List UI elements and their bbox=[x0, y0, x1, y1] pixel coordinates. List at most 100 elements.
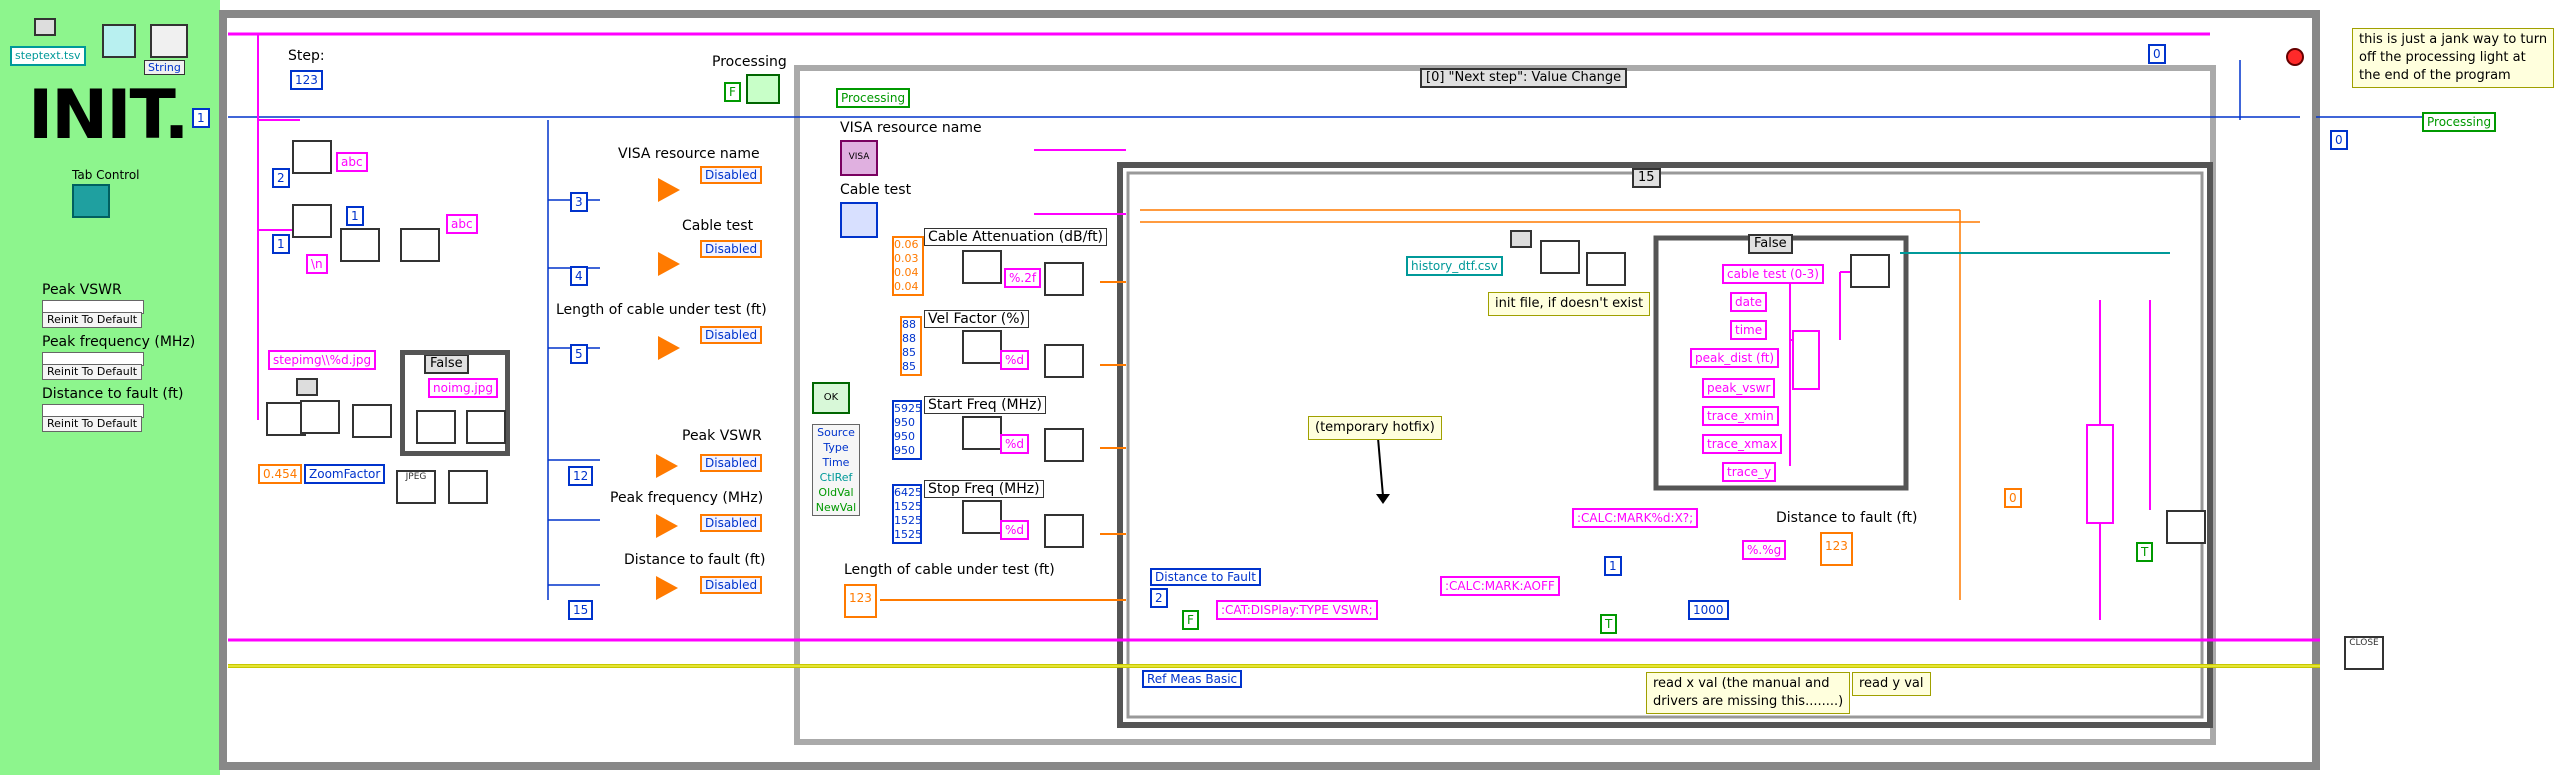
visa-terminal[interactable]: VISA bbox=[840, 140, 878, 176]
dtf-tf-constant[interactable]: F bbox=[1182, 610, 1199, 630]
vel-format-vi[interactable] bbox=[1044, 344, 1084, 378]
vel-format[interactable]: %d bbox=[1000, 350, 1029, 370]
column-date[interactable]: date bbox=[1730, 292, 1767, 312]
start-format-vi[interactable] bbox=[1044, 428, 1084, 462]
cable-atten-array[interactable]: 0.06 0.03 0.04 0.04 bbox=[892, 236, 924, 296]
ok-button-terminal[interactable]: OK bbox=[812, 382, 850, 414]
start-v1: 950 bbox=[894, 416, 920, 430]
mid-length-disabled: Disabled bbox=[700, 326, 762, 344]
start-freq-array[interactable]: 5925 950 950 950 bbox=[892, 400, 922, 460]
newline-constant[interactable]: \n bbox=[306, 254, 328, 274]
stop-v2: 1525 bbox=[894, 514, 920, 528]
history-file-constant[interactable]: history_dtf.csv bbox=[1406, 256, 1503, 276]
stop-v1: 1525 bbox=[894, 500, 920, 514]
tf-t2-constant[interactable]: T bbox=[2136, 542, 2153, 562]
atten-format-vi[interactable] bbox=[1044, 262, 1084, 296]
mid-visa-disabled: Disabled bbox=[700, 166, 762, 184]
visa-label: VISA resource name bbox=[840, 120, 982, 136]
folder-icon bbox=[296, 378, 318, 396]
calc-mark-aoff-constant[interactable]: :CALC:MARK:AOFF bbox=[1440, 576, 1560, 596]
column-trace-y[interactable]: trace_y bbox=[1722, 462, 1776, 482]
img-format-constant[interactable]: stepimg\\%d.jpg bbox=[268, 350, 376, 370]
processing-led-terminal bbox=[746, 74, 780, 104]
dtf-mode-selector[interactable]: Distance to Fault bbox=[1150, 568, 1261, 586]
mid-visa-num[interactable]: 3 bbox=[570, 192, 588, 212]
mid-length-num[interactable]: 5 bbox=[570, 344, 588, 364]
column-trace-xmin[interactable]: trace_xmin bbox=[1702, 406, 1779, 426]
step-const-2[interactable]: 2 bbox=[272, 168, 290, 188]
atten-v1: 0.03 bbox=[894, 252, 922, 266]
tf-t-constant[interactable]: T bbox=[1600, 614, 1617, 634]
cable-test-terminal[interactable] bbox=[840, 202, 878, 238]
vel-index-vi[interactable] bbox=[962, 330, 1002, 364]
stop-button-icon[interactable] bbox=[2286, 48, 2304, 66]
string-subset-vi[interactable] bbox=[400, 228, 440, 262]
processing-off-note-line3: the end of the program bbox=[2359, 67, 2547, 85]
select-vi-b[interactable] bbox=[466, 410, 506, 444]
vel-v2: 85 bbox=[902, 346, 920, 360]
atten-index-vi[interactable] bbox=[962, 250, 1002, 284]
zero-constant-orange[interactable]: 0 bbox=[2004, 488, 2022, 508]
column-cable-test[interactable]: cable test (0-3) bbox=[1722, 264, 1824, 284]
event-case-selector[interactable]: [0] "Next step": Value Change bbox=[1420, 68, 1627, 88]
column-peak-dist[interactable]: peak_dist (ft) bbox=[1690, 348, 1779, 368]
mark-num-constant[interactable]: 1 bbox=[1604, 556, 1622, 576]
mid-vswr-gate bbox=[656, 454, 678, 478]
dtf-ind-label: Distance to fault (ft) bbox=[1776, 510, 1917, 526]
zoom-value-constant[interactable]: 0.454 bbox=[258, 464, 302, 484]
read-y-note: read y val bbox=[1852, 672, 1931, 696]
index-array-vi[interactable] bbox=[292, 140, 332, 174]
calc-mark-x-constant[interactable]: :CALC:MARK%d:X?; bbox=[1572, 508, 1698, 528]
step-const-1[interactable]: 1 bbox=[272, 234, 290, 254]
stop-freq-array[interactable]: 6425 1525 1525 1525 bbox=[892, 484, 922, 544]
ref-meas-selector[interactable]: Ref Meas Basic bbox=[1142, 670, 1242, 688]
column-time[interactable]: time bbox=[1730, 320, 1767, 340]
history-exists-vi[interactable] bbox=[1586, 252, 1626, 286]
mid-cable-num[interactable]: 4 bbox=[570, 266, 588, 286]
event-newval: NewVal bbox=[813, 500, 859, 515]
build-path-vi[interactable] bbox=[300, 400, 340, 434]
mid-dtf-num[interactable]: 15 bbox=[568, 600, 593, 620]
length-under-test-terminal[interactable]: 123 bbox=[844, 584, 877, 618]
mid-vswr-disabled: Disabled bbox=[700, 454, 762, 472]
stop-format[interactable]: %d bbox=[1000, 520, 1029, 540]
mid-vswr-num[interactable]: 12 bbox=[568, 466, 593, 486]
dtf-num-constant[interactable]: 2 bbox=[1150, 588, 1168, 608]
column-peak-vswr[interactable]: peak_vswr bbox=[1702, 378, 1775, 398]
loop-count-constant[interactable]: 1 bbox=[192, 108, 210, 128]
write-spreadsheet-vi[interactable] bbox=[1850, 254, 1890, 288]
index-array-vi-2[interactable] bbox=[292, 204, 332, 238]
calc-display-constant[interactable]: :CAT:DISPlay:TYPE VSWR; bbox=[1216, 600, 1378, 620]
search-split-vi[interactable] bbox=[340, 228, 380, 262]
history-build-path-vi[interactable] bbox=[1540, 240, 1580, 274]
inner-case-selector[interactable]: 15 bbox=[1632, 168, 1661, 188]
write-history-vi[interactable] bbox=[2166, 510, 2206, 544]
mid-visa-gate bbox=[658, 178, 680, 202]
select-vi-a[interactable] bbox=[416, 410, 456, 444]
jpeg-read-vi[interactable]: JPEG bbox=[396, 470, 436, 504]
noimg-constant[interactable]: noimg.jpg bbox=[428, 378, 498, 398]
draw-picture-vi[interactable] bbox=[448, 470, 488, 504]
stop-format-vi[interactable] bbox=[1044, 514, 1084, 548]
close-visa-vi[interactable]: CLOSE bbox=[2344, 636, 2384, 670]
cable-test-label: Cable test bbox=[840, 182, 911, 198]
vel-v3: 85 bbox=[902, 360, 920, 374]
history-case-selector[interactable]: False bbox=[1748, 234, 1793, 254]
atten-format[interactable]: %.2f bbox=[1004, 268, 1041, 288]
stop-v3: 1525 bbox=[894, 528, 920, 542]
step-const-1b[interactable]: 1 bbox=[346, 206, 364, 226]
right-zero-a[interactable]: 0 bbox=[2148, 44, 2166, 64]
start-format[interactable]: %d bbox=[1000, 434, 1029, 454]
fmt-g-constant[interactable]: %.%g bbox=[1742, 540, 1786, 560]
stop-v0: 6425 bbox=[894, 486, 920, 500]
processing-tf-constant[interactable]: F bbox=[724, 82, 741, 102]
vel-factor-array[interactable]: 88 88 85 85 bbox=[900, 316, 922, 376]
column-trace-xmax[interactable]: trace_xmax bbox=[1702, 434, 1782, 454]
mark-1000-constant[interactable]: 1000 bbox=[1688, 600, 1729, 620]
atten-v0: 0.06 bbox=[894, 238, 922, 252]
mid-length-gate bbox=[658, 336, 680, 360]
start-index-vi[interactable] bbox=[962, 416, 1002, 450]
file-exists-vi[interactable] bbox=[352, 404, 392, 438]
right-zero-b[interactable]: 0 bbox=[2330, 130, 2348, 150]
stop-index-vi[interactable] bbox=[962, 500, 1002, 534]
